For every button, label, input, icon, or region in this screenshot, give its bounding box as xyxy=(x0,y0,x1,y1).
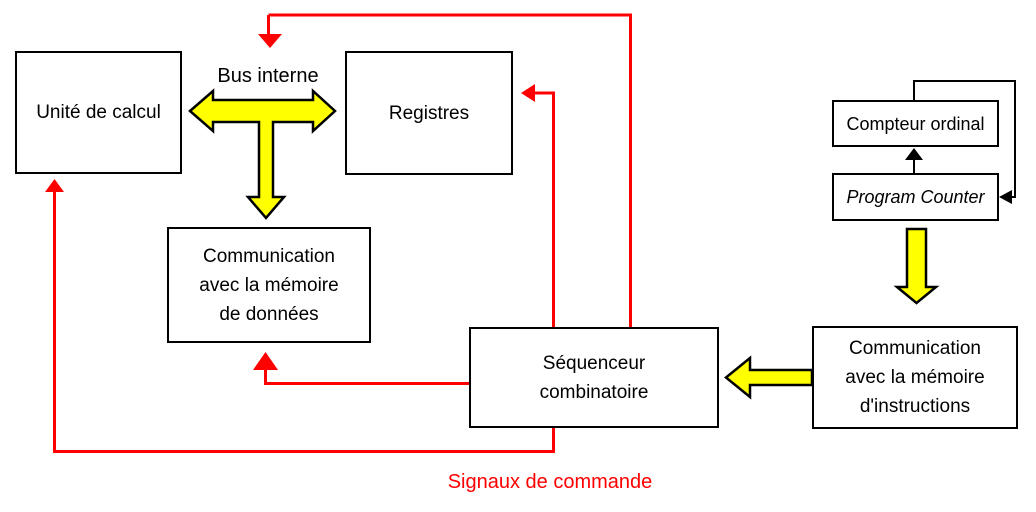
memoire-donnees-line2: avec la mémoire xyxy=(199,274,339,296)
program-counter-arrowheads xyxy=(905,148,1012,204)
sequenceur-line2: combinatoire xyxy=(539,381,649,403)
compteur-ordinal-box: Compteur ordinal xyxy=(832,100,999,147)
control-signal-wires xyxy=(53,13,632,453)
pc-to-memoire-instructions-arrow xyxy=(893,227,940,305)
memoire-donnees-line3: de données xyxy=(219,303,319,325)
sequenceur-box: Séquenceur combinatoire xyxy=(469,327,719,428)
wire-sequenceur-to-memoire-donnees xyxy=(264,368,469,385)
red-arrowhead-up-unite xyxy=(45,179,64,192)
signaux-de-commande-title: Signaux de commande xyxy=(447,471,653,493)
wire-compteur-loop xyxy=(913,80,1016,198)
black-arrowhead-up-compteur xyxy=(905,148,923,160)
memoire-instructions-to-sequenceur-arrow xyxy=(724,355,814,400)
memoire-instructions-line3: d'instructions xyxy=(859,396,971,417)
control-signal-arrowheads xyxy=(45,34,535,370)
unite-de-calcul-label: Unité de calcul xyxy=(36,102,161,123)
red-arrowhead-left-registres xyxy=(521,84,535,102)
wire-sequenceur-to-registres xyxy=(534,91,555,329)
memoire-instructions-line2: avec la mémoire xyxy=(845,367,985,388)
memoire-donnees-line1: Communication xyxy=(203,245,335,267)
bus-interne-arrow xyxy=(188,88,337,220)
program-counter-wires xyxy=(913,80,1016,198)
bus-interne-title: Bus interne xyxy=(217,65,319,87)
program-counter-box: Program Counter xyxy=(832,173,999,221)
sequenceur-line1: Séquenceur xyxy=(542,352,646,374)
memoire-donnees-box: Communication avec la mémoire de données xyxy=(167,227,371,343)
program-counter-label: Program Counter xyxy=(846,187,985,207)
registres-label: Registres xyxy=(388,102,470,124)
registres-box: Registres xyxy=(345,51,513,175)
unite-de-calcul-box: Unité de calcul xyxy=(15,51,182,174)
bus-arrows xyxy=(188,88,940,400)
memoire-instructions-line1: Communication xyxy=(849,338,981,359)
wire-top-to-sequenceur xyxy=(268,13,632,329)
wire-sequenceur-to-unite xyxy=(53,190,555,453)
compteur-ordinal-label: Compteur ordinal xyxy=(846,113,985,134)
black-arrowhead-left-program-counter xyxy=(999,190,1012,204)
memoire-instructions-box: Communication avec la mémoire d'instruct… xyxy=(812,326,1018,429)
red-arrowhead-down-bus-interne xyxy=(258,34,282,48)
red-arrowhead-up-memoire-donnees xyxy=(253,352,278,370)
